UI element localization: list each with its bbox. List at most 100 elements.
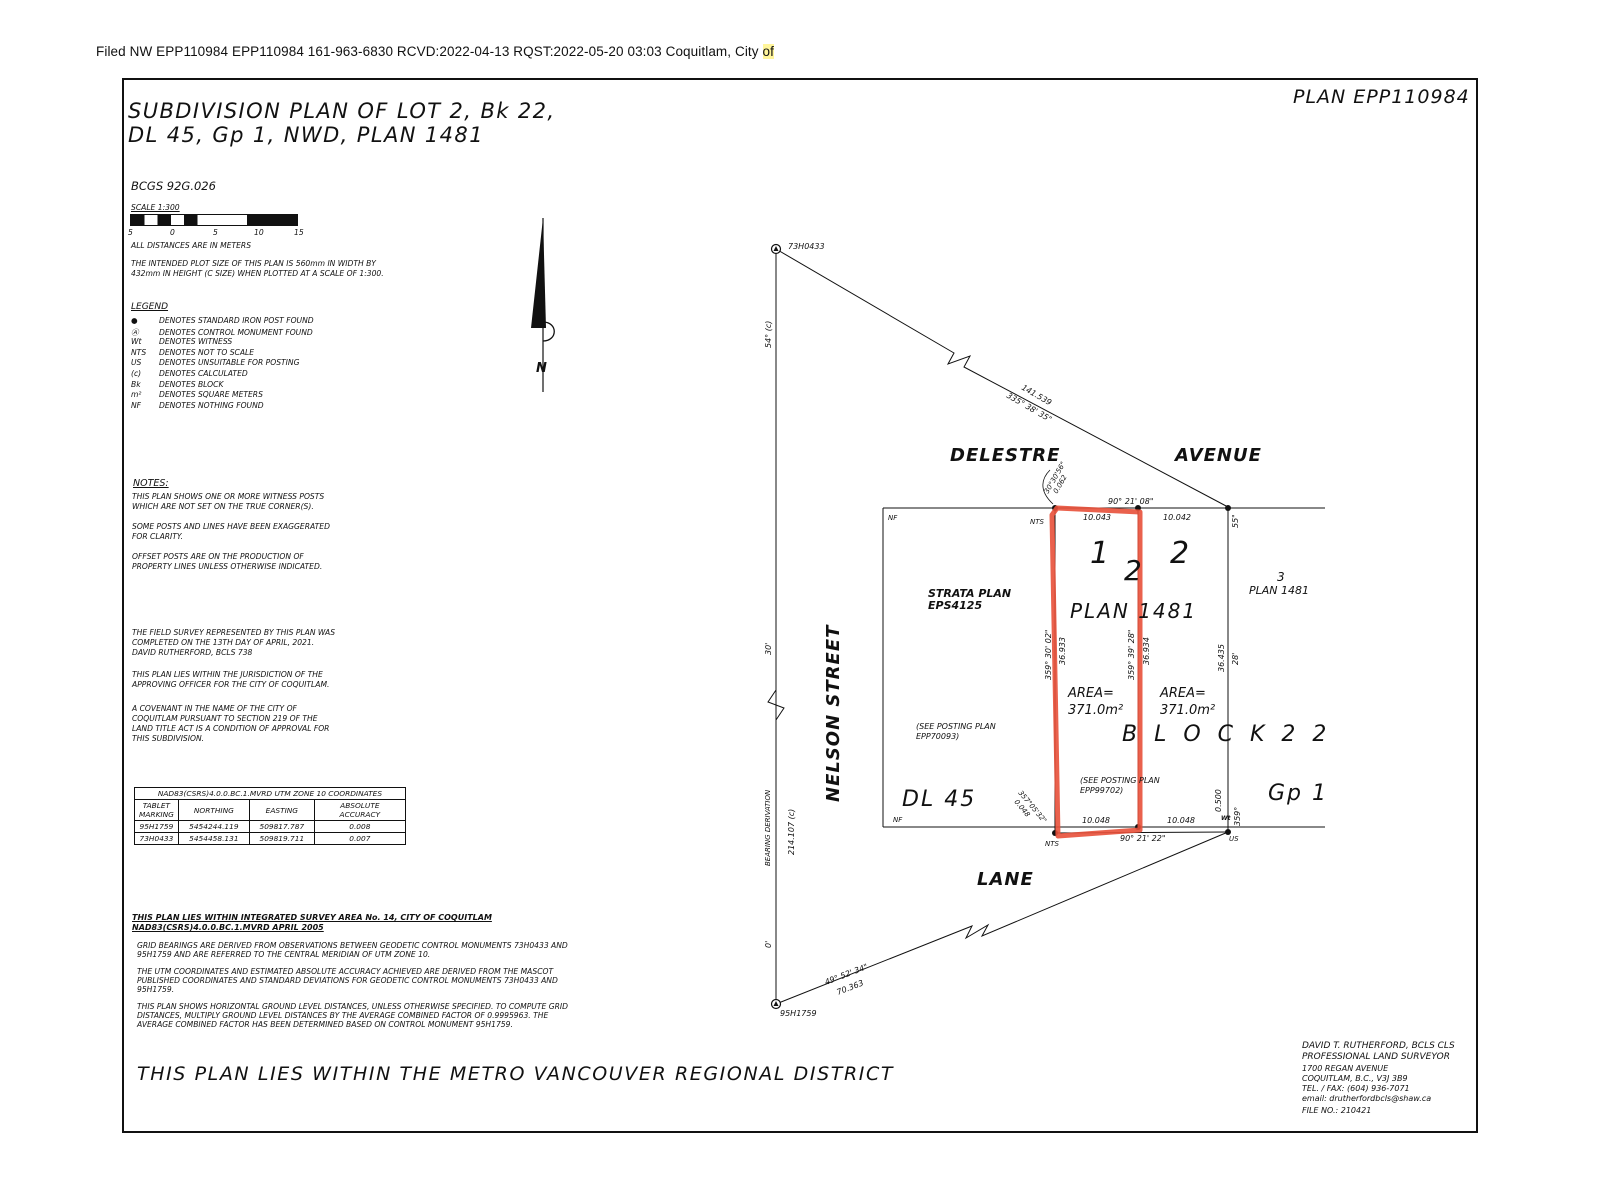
scale-tick: 0 — [170, 228, 175, 237]
plan-title-line2: DL 45, Gp 1, NWD, PLAN 1481 — [128, 123, 484, 147]
legend-text: DENOTES NOTHING FOUND — [159, 400, 264, 410]
note-text: FOR CLARITY. — [132, 532, 183, 541]
group-label: Gp 1 — [1268, 781, 1328, 806]
lot-2-number: 2 — [1170, 536, 1189, 571]
legend-text: DENOTES CONTROL MONUMENT FOUND — [159, 327, 313, 337]
legend-item: ●DENOTES STANDARD IRON POST FOUND — [131, 316, 314, 325]
coordinate-table: NAD83(CSRS)4.0.0.BC.1.MVRD UTM ZONE 10 C… — [134, 787, 406, 845]
plan-frame — [122, 78, 1478, 1133]
bearing-deg: 54° (c) — [764, 321, 773, 348]
witness-marker: Wt — [1221, 815, 1232, 822]
posting-plan-note: (SEE POSTING PLAN — [916, 722, 996, 731]
notes-heading: NOTES: — [133, 478, 169, 489]
monument-73h0433 — [770, 243, 782, 255]
isa-text: AVERAGE COMBINED FACTOR HAS BEEN DETERMI… — [137, 1020, 513, 1029]
note-text: THE FIELD SURVEY REPRESENTED BY THIS PLA… — [132, 628, 336, 637]
legend-item: Ⓐ DENOTES CONTROL MONUMENT FOUND — [131, 327, 313, 338]
note-text: APPROVING OFFICER FOR THE CITY OF COQUIT… — [132, 680, 330, 689]
note-text: COQUITLAM PURSUANT TO SECTION 219 OF THE — [132, 714, 318, 723]
surveyor-city: COQUITLAM, B.C., V3J 3B9 — [1302, 1074, 1408, 1083]
surveyor-email: email: drutherfordbcls@shaw.ca — [1302, 1094, 1432, 1103]
posting-plan-note: EPP99702) — [1080, 786, 1123, 795]
monument-95h1759 — [770, 998, 782, 1010]
scale-tick: 10 — [254, 228, 264, 237]
nts-marker: NTS — [1030, 518, 1045, 526]
traverse-south-line — [775, 831, 1229, 1005]
note-text: THIS PLAN SHOWS ONE OR MORE WITNESS POST… — [132, 492, 325, 501]
district-lot-label: DL 45 — [902, 787, 976, 812]
street-delestre: DELESTRE — [950, 445, 1060, 466]
note-text: COMPLETED ON THE 13TH DAY OF APRIL, 2021… — [132, 638, 315, 647]
legend-symbol: NF — [131, 400, 142, 410]
north-label: N — [536, 361, 547, 376]
bcgs-label: BCGS 92G.026 — [131, 179, 216, 193]
legend-text: DENOTES CALCULATED — [159, 369, 248, 378]
surveyor-address: 1700 REGAN AVENUE — [1302, 1064, 1389, 1073]
lot-3-number: 3 — [1277, 570, 1285, 584]
bottom-dim-east: 10.048 — [1167, 816, 1195, 825]
offset-leader — [1042, 469, 1054, 505]
lot-1-number: 1 — [1090, 536, 1109, 571]
legend-symbol: NTS — [131, 347, 147, 357]
legend-text: DENOTES WITNESS — [159, 337, 233, 347]
units-note: ALL DISTANCES ARE IN METERS — [131, 241, 252, 250]
top-dim-east: 10.042 — [1163, 513, 1191, 522]
right-bearing-deg: 359° — [1233, 807, 1242, 826]
bearing-min: 30' — [764, 643, 773, 655]
lot-highlight — [1049, 505, 1143, 839]
street-nelson: NELSON STREET — [823, 624, 844, 802]
bottom-bearing: 90° 21' 22" — [1120, 834, 1166, 843]
legend-symbol: m² — [131, 390, 142, 400]
handwritten-2: 2 — [1124, 554, 1142, 587]
table-row: 73H0433 5454458.131 509819.711 0.007 — [134, 832, 406, 845]
note-text: A COVENANT IN THE NAME OF THE CITY OF — [132, 704, 297, 713]
mid-bearing: 359° 39' 28" — [1127, 629, 1136, 680]
legend-text: DENOTES SQUARE METERS — [159, 390, 263, 400]
monument-label-top: 73H0433 — [788, 242, 825, 251]
legend-text: DENOTES STANDARD IRON POST FOUND — [159, 316, 314, 325]
note-text: PROPERTY LINES UNLESS OTHERWISE INDICATE… — [132, 562, 323, 571]
isa-text: PUBLISHED COORDINATES AND STANDARD DEVIA… — [137, 976, 558, 985]
isa-text: DISTANCES, MULTIPLY GROUND LEVEL DISTANC… — [137, 1011, 549, 1020]
posting-plan-note: (SEE POSTING PLAN — [1080, 776, 1160, 785]
posting-plan-note: EPP70093) — [916, 732, 959, 741]
legend-text: DENOTES NOT TO SCALE — [159, 347, 255, 357]
legend-symbol: Ⓐ — [131, 327, 139, 337]
isa-line1: THIS PLAN LIES WITHIN INTEGRATED SURVEY … — [132, 913, 492, 922]
legend-item: m² DENOTES SQUARE METERS — [131, 390, 263, 399]
isa-text: 95H1759 AND ARE REFERRED TO THE CENTRAL … — [137, 950, 431, 959]
plot-note-2: 432mm IN HEIGHT (C SIZE) WHEN PLOTTED AT… — [131, 269, 384, 278]
block-label: B L O C K 2 2 — [1122, 722, 1331, 747]
area-label: AREA= — [1159, 686, 1206, 701]
legend-heading: LEGEND — [131, 302, 169, 312]
scale-tick: 5 — [128, 228, 133, 237]
isa-text: 95H1759. — [137, 985, 175, 994]
note-text: DAVID RUTHERFORD, BCLS 738 — [132, 648, 253, 657]
offset-dim: 0.500 — [1214, 789, 1223, 812]
note-text: LAND TITLE ACT IS A CONDITION OF APPROVA… — [132, 724, 330, 733]
note-text: THIS PLAN LIES WITHIN THE JURISDICTION O… — [132, 670, 323, 679]
note-text: THIS SUBDIVISION. — [132, 734, 205, 743]
right-dim: 36.435 — [1217, 644, 1226, 672]
monument-label-bottom: 95H1759 — [780, 1009, 817, 1018]
strata-label: STRATA PLAN — [928, 587, 1011, 600]
north-arrow-icon: N — [531, 218, 555, 392]
area-label: AREA= — [1067, 686, 1114, 701]
left-bearing: 359° 30' 02" — [1044, 629, 1053, 680]
legend-text: DENOTES UNSUITABLE FOR POSTING — [159, 358, 300, 368]
isa-text: THIS PLAN SHOWS HORIZONTAL GROUND LEVEL … — [137, 1002, 568, 1011]
legend-symbol: Bk — [131, 379, 141, 389]
right-bearing-min: 28' — [1231, 653, 1240, 665]
scale-label: SCALE 1:300 — [131, 203, 180, 212]
top-bearing: 90° 21' 08" — [1108, 497, 1154, 506]
strata-plan-no: EPS4125 — [928, 599, 982, 612]
bearing-sec: 0' — [764, 941, 773, 948]
traverse-north-line — [775, 248, 1229, 508]
scale-bar — [130, 214, 298, 226]
isa-text: GRID BEARINGS ARE DERIVED FROM OBSERVATI… — [137, 941, 568, 950]
nts-marker: NTS — [1045, 840, 1060, 848]
